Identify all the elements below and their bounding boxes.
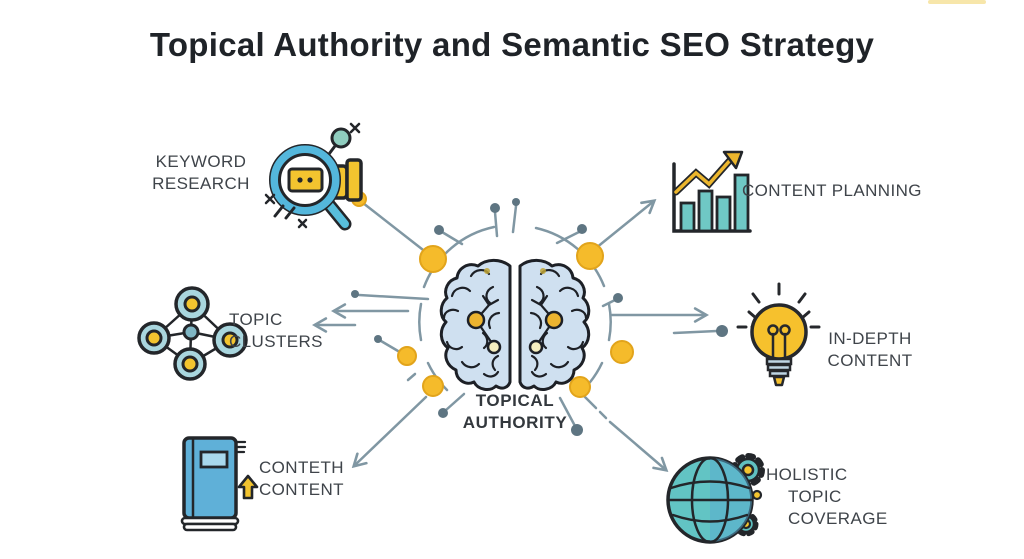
node-label-line: CONTETH	[259, 458, 344, 477]
globe-gears-icon	[666, 453, 765, 544]
arrow-to-holistic-coverage	[608, 420, 666, 470]
node-topic-clusters: TOPIC CLUSTERS	[229, 309, 339, 353]
node-in-depth-content: IN-DEPTH CONTENT	[822, 328, 918, 372]
circuit-dots	[351, 198, 728, 436]
decor-yellow-smudge	[928, 0, 986, 4]
center-label-line: TOPICAL	[475, 391, 555, 410]
center-label-topical-authority: TOPICAL AUTHORITY	[448, 390, 582, 434]
circuit-lines	[357, 201, 719, 428]
node-label-line: HOLISTIC	[766, 465, 848, 484]
arrow-to-conteth-content	[354, 395, 428, 466]
node-label-line: RESEARCH	[152, 173, 250, 193]
network-cluster-icon	[137, 286, 248, 381]
node-conteth-content: CONTETH CONTENT	[259, 457, 369, 501]
node-content-planning: CONTENT PLANNING	[742, 180, 922, 202]
node-label-line: CONTENT	[827, 350, 913, 370]
node-label-line: TOPIC	[229, 310, 283, 329]
bar-chart-growth-icon	[672, 150, 752, 233]
node-holistic-topic-coverage: HOLISTIC TOPIC COVERAGE	[766, 464, 926, 529]
book-bookmark-icon	[180, 436, 259, 532]
arrow-to-content-planning	[594, 201, 654, 250]
line-to-keyword-research	[361, 201, 429, 255]
node-label-line: CLUSTERS	[229, 331, 323, 351]
node-label-line: IN-DEPTH	[828, 329, 912, 348]
connector-arrows	[315, 201, 706, 470]
page-title: Topical Authority and Semantic SEO Strat…	[149, 26, 875, 63]
center-label-line: AUTHORITY	[462, 413, 568, 433]
node-label-line: CONTENT	[259, 479, 344, 499]
brain-icon	[439, 258, 591, 391]
node-label-line: CONTENT PLANNING	[742, 181, 922, 200]
lightbulb-icon	[736, 282, 821, 387]
node-keyword-research: KEYWORD RESEARCH	[150, 151, 252, 195]
magnifier-key-icon	[264, 122, 363, 231]
node-label-line: TOPIC COVERAGE	[788, 486, 888, 528]
node-label-line: KEYWORD	[155, 152, 247, 171]
